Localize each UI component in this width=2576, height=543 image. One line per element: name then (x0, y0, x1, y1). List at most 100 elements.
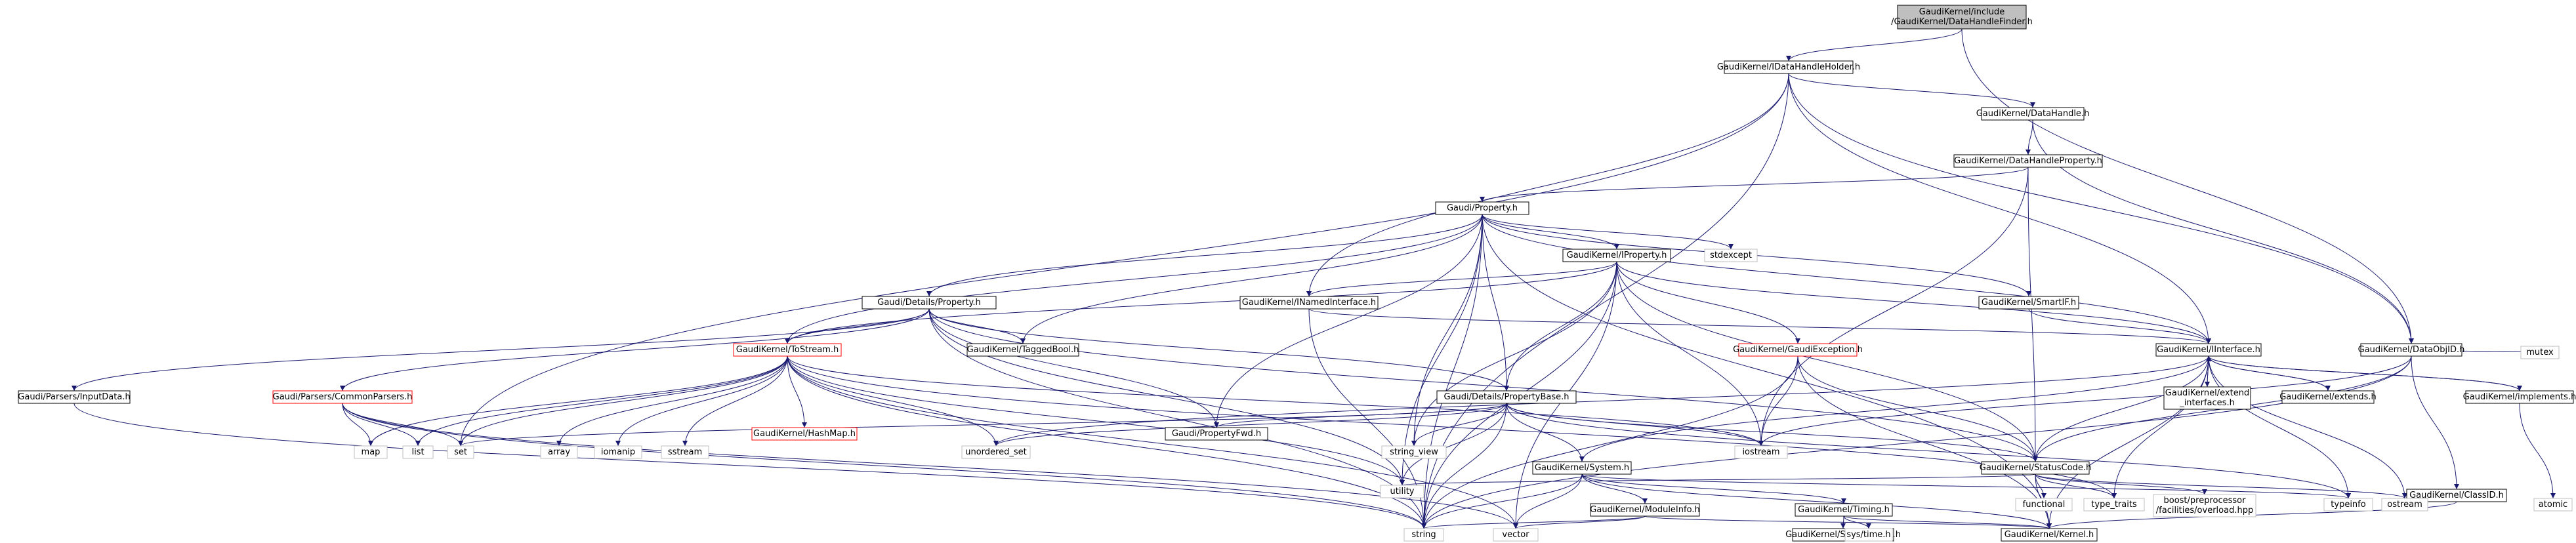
node-iinterface[interactable]: GaudiKernel/IInterface.h (2155, 343, 2262, 357)
node-dh[interactable]: GaudiKernel/DataHandle.h (1976, 107, 2090, 121)
edge-idhh-to-dataobjid (1788, 73, 2414, 344)
edge-iprop-to-inamed (1306, 261, 1617, 297)
node-box (2520, 346, 2560, 359)
node-inamed[interactable]: GaudiKernel/INamedInterface.h (1239, 296, 1379, 310)
node-label: utility (1390, 487, 1415, 496)
node-box (1239, 296, 1379, 310)
edge-prop-to-dprop (926, 214, 1483, 297)
node-label: sstream (668, 447, 702, 457)
node-propbase[interactable]: Gaudi/Details/PropertyBase.h (1436, 390, 1577, 404)
node-box (1981, 461, 2090, 475)
edge-toStream-to-array (556, 355, 788, 447)
edge-dataobjid-to-classid (2411, 355, 2459, 490)
node-box (661, 445, 709, 459)
node-propfwd[interactable]: Gaudi/PropertyFwd.h (1165, 427, 1268, 441)
edge-iprop-to-gexc (1616, 261, 1800, 344)
node-label: GaudiKernel/implements.h (2463, 392, 2576, 402)
node-root[interactable]: GaudiKernel/include/GaudiKernel/DataHand… (1891, 5, 2033, 30)
edge-dprop-to-inputdata (72, 308, 930, 392)
node-label: GaudiKernel/IDataHandleHolder.h (1717, 62, 1860, 72)
edge-commonparsers-to-list (342, 403, 421, 447)
node-box (1380, 485, 1424, 498)
node-inputdata[interactable]: Gaudi/Parsers/InputData.h (18, 390, 131, 404)
node-box (594, 445, 642, 459)
node-idhh[interactable]: GaudiKernel/IDataHandleHolder.h (1717, 60, 1860, 74)
edge-toStream-to-list (415, 355, 788, 447)
edge-propbase-to-set (458, 403, 1507, 447)
edge-toStream-to-utility (787, 355, 1405, 486)
edge-prop-to-toStream (785, 214, 1483, 344)
edge-toStream-to-map (368, 355, 788, 447)
node-dataobjid[interactable]: GaudiKernel/DataObjID.h (2358, 343, 2465, 357)
node-systime: sys/time.h (1844, 528, 1893, 542)
edge-root-to-dataobjid (1961, 28, 2414, 344)
edge-smartif-to-iinterface (2028, 308, 2211, 344)
node-sstream: sstream (661, 445, 709, 459)
node-moduleinfo[interactable]: GaudiKernel/ModuleInfo.h (1590, 503, 1700, 517)
node-prop[interactable]: Gaudi/Property.h (1435, 201, 1529, 215)
node-hashmap[interactable]: GaudiKernel/HashMap.h (751, 427, 858, 441)
node-timing[interactable]: GaudiKernel/Timing.h (1795, 503, 1893, 517)
node-kernel[interactable]: GaudiKernel/Kernel.h (2001, 528, 2098, 542)
node-label: GaudiKernel/StatusCode.h (1980, 463, 2091, 473)
edge-iinterface-to-system (1579, 355, 2209, 462)
node-extendifaces[interactable]: GaudiKernel/extend_interfaces.h (2163, 386, 2251, 410)
node-label: boost/preprocessor (2164, 496, 2247, 506)
edge-prop-to-propbase (1482, 214, 1509, 392)
edge-idhh-to-string (1421, 73, 1789, 529)
edge-iprop-to-iostream (1616, 261, 1764, 447)
node-extends[interactable]: GaudiKernel/extends.h (2279, 390, 2377, 404)
node-box (2153, 494, 2256, 517)
node-gexc[interactable]: GaudiKernel/GaudiException.h (1733, 343, 1863, 357)
edge-implements-to-iinterface (2206, 355, 2520, 392)
node-box (2155, 343, 2262, 357)
edge-gexc-to-kernel (1797, 355, 2052, 529)
edge-iinterface-to-type_traits (2111, 355, 2209, 499)
node-box (1435, 201, 1529, 215)
edge-iprop-to-propbase (1504, 261, 1617, 392)
edge-iinterface-to-statuscode (2033, 355, 2209, 462)
edge-dprop-to-tagged (928, 308, 1026, 344)
node-label: GaudiKernel/IProperty.h (1567, 251, 1667, 260)
node-toStream[interactable]: GaudiKernel/ToStream.h (733, 343, 842, 357)
node-iprop[interactable]: GaudiKernel/IProperty.h (1562, 249, 1671, 262)
node-dprop[interactable]: Gaudi/Details/Property.h (862, 296, 997, 310)
edge-propbase-to-iostream (1506, 403, 1764, 447)
edge-propbase-to-string_view (1411, 403, 1507, 447)
edge-extends-to-iinterface (2206, 355, 2329, 392)
node-box (2360, 343, 2462, 357)
node-classid[interactable]: GaudiKernel/ClassID.h (2406, 489, 2507, 502)
node-label: GaudiKernel/ModuleInfo.h (1590, 505, 1699, 515)
node-label: /facilities/overload.hpp (2156, 506, 2253, 515)
edge-system-to-timing (1581, 473, 1846, 504)
node-label: GaudiKernel/extend (2165, 388, 2249, 398)
node-mutex: mutex (2520, 346, 2560, 359)
node-smartif[interactable]: GaudiKernel/SmartIF.h (1978, 296, 2079, 310)
node-box (402, 445, 434, 459)
node-commonparsers[interactable]: Gaudi/Parsers/CommonParsers.h (272, 390, 413, 404)
node-label: GaudiKernel/DataObjID.h (2358, 345, 2465, 355)
node-system[interactable]: GaudiKernel/System.h (1532, 461, 1632, 475)
node-box (447, 445, 474, 459)
edge-toStream-to-sstream (682, 355, 788, 447)
node-box (1734, 445, 1788, 459)
node-box (1381, 445, 1447, 459)
node-stdexcept: stdexcept (1704, 249, 1758, 262)
node-tagged[interactable]: GaudiKernel/TaggedBool.h (966, 343, 1079, 357)
edge-root-to-idhh (1786, 28, 1963, 62)
node-statuscode[interactable]: GaudiKernel/StatusCode.h (1980, 461, 2091, 475)
edge-statuscode-to-boostpp (2035, 473, 2207, 495)
node-implements[interactable]: GaudiKernel/implements.h (2463, 390, 2576, 404)
node-list: list (402, 445, 434, 459)
node-box (1704, 249, 1758, 262)
edge-dh-to-dataobjid (2032, 119, 2414, 344)
edge-commonparsers-to-vector (342, 403, 1518, 529)
node-vector: vector (1493, 528, 1539, 542)
node-label: Gaudi/Parsers/CommonParsers.h (273, 392, 413, 402)
node-dhp[interactable]: GaudiKernel/DataHandleProperty.h (1953, 154, 2103, 168)
edge-dhp-to-prop (1480, 167, 2029, 203)
node-label: iostream (1742, 447, 1779, 457)
node-box (272, 390, 413, 404)
node-label: string_view (1390, 447, 1438, 457)
edge-commonparsers-to-string (342, 403, 1426, 529)
